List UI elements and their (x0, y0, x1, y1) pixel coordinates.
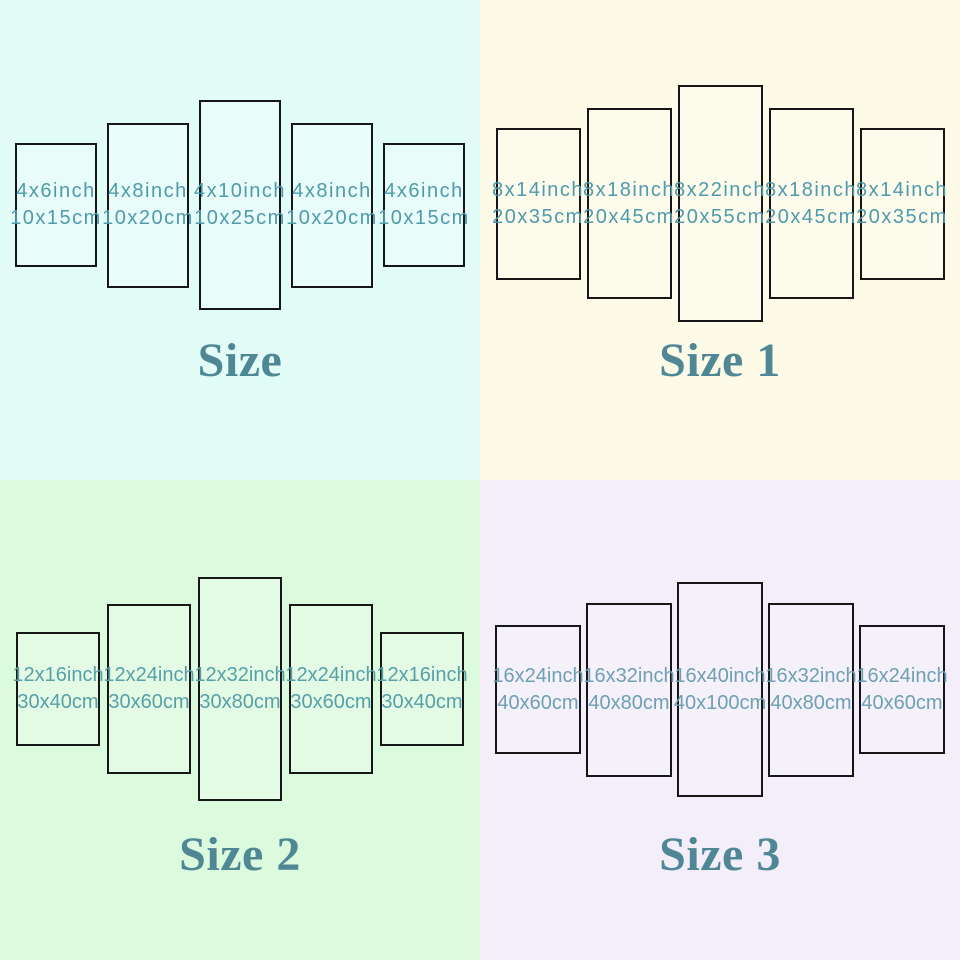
quadrant-size-1: 8x14inch 20x35cm 8x18inch 20x45cm 8x22inch 20… (480, 0, 960, 480)
panel-size-inch: 12x24inch (103, 664, 195, 686)
panel-size-inch: 16x24inch (856, 664, 948, 687)
canvas-panel: 8x18inch 20x45cm (583, 108, 674, 299)
canvas-panel: 4x6inch 10x15cm (378, 143, 468, 267)
panel-size-inch: 8x18inch (764, 178, 858, 201)
canvas-panel: 16x32inch 40x80cm (583, 602, 675, 777)
panel-row-size: 4x6inch 10x15cm 4x8inch 10x20cm 4x10inch 10x2… (0, 100, 480, 310)
canvas-panel: 16x40inch 40x100cm (673, 582, 767, 797)
panel-size-cm: 10x20cm (102, 207, 194, 229)
canvas-panel: 12x24inch 30x60cm (285, 604, 377, 774)
panel-size-cm: 10x25cm (194, 207, 286, 229)
canvas-panel: 12x16inch 30x40cm (12, 632, 104, 746)
panel-size-inch: 8x18inch (582, 178, 676, 201)
panel-size-inch: 4x8inch (108, 180, 188, 202)
canvas-panel: 16x24inch 40x60cm (856, 625, 948, 754)
panel-size-inch: 16x24inch (492, 664, 584, 687)
panel-size-cm: 30x40cm (17, 691, 99, 713)
panel-size-cm: 40x80cm (770, 691, 852, 714)
panel-size-inch: 4x6inch (384, 180, 464, 202)
panel-size-cm: 40x60cm (861, 691, 943, 714)
panel-size-cm: 10x20cm (286, 207, 378, 229)
panel-size-cm: 30x80cm (199, 691, 281, 713)
panel-size-inch: 4x8inch (292, 180, 372, 202)
canvas-panel: 12x16inch 30x40cm (376, 632, 468, 746)
panel-size-inch: 12x16inch (376, 664, 468, 686)
panel-size-cm: 20x55cm (674, 205, 766, 228)
canvas-panel: 12x32inch 30x80cm (194, 577, 286, 801)
canvas-panel: 4x6inch 10x15cm (10, 143, 100, 267)
canvas-panel: 12x24inch 30x60cm (103, 604, 195, 774)
panel-size-inch: 8x22inch (673, 178, 767, 201)
panel-size-inch: 12x32inch (194, 664, 286, 686)
panel-size-inch: 12x24inch (285, 664, 377, 686)
quadrant-label-size-1: Size 1 (659, 334, 781, 387)
canvas-panel: 8x14inch 20x35cm (856, 127, 947, 280)
panel-size-cm: 40x80cm (588, 691, 670, 714)
panel-size-inch: 8x14inch (855, 178, 949, 201)
panel-size-cm: 30x60cm (108, 691, 190, 713)
canvas-panel: 8x18inch 20x45cm (765, 108, 856, 299)
quadrant-label-size: Size (197, 334, 283, 387)
panel-size-cm: 40x60cm (497, 691, 579, 714)
panel-size-inch: 16x32inch (765, 664, 857, 687)
panel-size-cm: 20x45cm (765, 205, 857, 228)
panel-size-cm: 20x35cm (856, 205, 948, 228)
panel-size-inch: 16x32inch (583, 664, 675, 687)
canvas-panel: 16x24inch 40x60cm (492, 625, 584, 754)
panel-size-cm: 20x45cm (583, 205, 675, 228)
canvas-panel: 16x32inch 40x80cm (765, 602, 857, 777)
quadrant-label-size-3: Size 3 (659, 828, 781, 881)
panel-size-cm: 30x60cm (290, 691, 372, 713)
panel-size-inch: 4x10inch (193, 180, 287, 202)
panel-size-inch: 12x16inch (12, 664, 104, 686)
panel-size-cm: 10x15cm (10, 207, 102, 229)
panel-size-cm: 20x35cm (492, 205, 584, 228)
panel-size-cm: 10x15cm (378, 207, 470, 229)
canvas-panel: 4x10inch 10x25cm (194, 100, 285, 310)
panel-row-size-1: 8x14inch 20x35cm 8x18inch 20x45cm 8x22inch 20… (480, 85, 960, 322)
canvas-panel: 8x22inch 20x55cm (674, 85, 765, 322)
canvas-panel: 8x14inch 20x35cm (492, 127, 583, 280)
quadrant-size: 4x6inch 10x15cm 4x8inch 10x20cm 4x10inch 10x2… (0, 0, 480, 480)
panel-size-cm: 30x40cm (381, 691, 463, 713)
canvas-panel: 4x8inch 10x20cm (102, 122, 192, 288)
canvas-panel: 4x8inch 10x20cm (286, 122, 376, 288)
panel-size-cm: 40x100cm (673, 691, 767, 714)
panel-size-inch: 16x40inch (674, 664, 766, 687)
panel-size-inch: 4x6inch (16, 180, 96, 202)
quadrant-label-size-2: Size 2 (179, 828, 301, 881)
panel-size-inch: 8x14inch (491, 178, 585, 201)
